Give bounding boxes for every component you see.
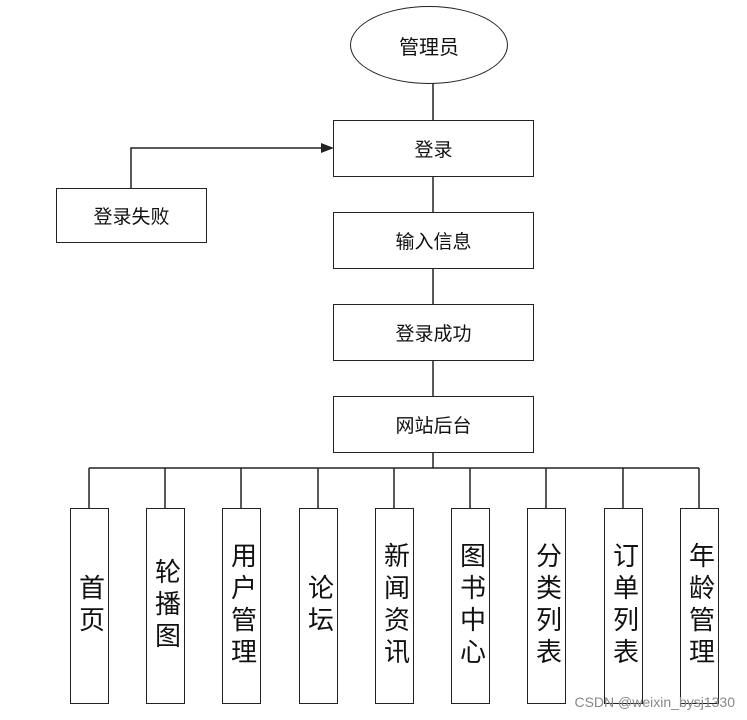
node-login-fail-label: 登录失败 [93,206,170,228]
module-forum: 论坛 [299,508,338,704]
module-carousel: 轮播图 [146,508,185,704]
module-news: 新闻资讯 [375,508,414,704]
module-home-label: 首页 [74,574,105,638]
node-input-info-label: 输入信息 [395,231,472,253]
node-backend: 网站后台 [333,396,534,453]
module-age-management: 年龄管理 [680,508,719,704]
module-news-label: 新闻资讯 [379,542,410,670]
module-order-list-label: 订单列表 [608,542,639,670]
module-order-list: 订单列表 [604,508,643,704]
node-input-info: 输入信息 [333,212,534,269]
module-home: 首页 [70,508,109,704]
module-forum-label: 论坛 [303,574,334,638]
watermark: CSDN @weixin_bysj1330 [574,694,735,710]
node-backend-label: 网站后台 [395,415,472,437]
module-category-list-label: 分类列表 [531,542,562,670]
module-book-center: 图书中心 [451,508,490,704]
module-book-center-label: 图书中心 [455,542,486,670]
module-carousel-label: 轮播图 [150,558,181,654]
module-age-management-label: 年龄管理 [684,542,715,670]
node-login-fail: 登录失败 [56,188,207,243]
node-login: 登录 [333,120,534,177]
module-user-management: 用户管理 [222,508,261,704]
module-user-management-label: 用户管理 [226,542,257,670]
module-category-list: 分类列表 [527,508,566,704]
node-login-success: 登录成功 [333,304,534,361]
node-login-label: 登录 [414,139,453,161]
node-login-success-label: 登录成功 [395,323,472,345]
node-admin-label: 管理员 [399,34,459,59]
node-admin: 管理员 [350,6,508,84]
